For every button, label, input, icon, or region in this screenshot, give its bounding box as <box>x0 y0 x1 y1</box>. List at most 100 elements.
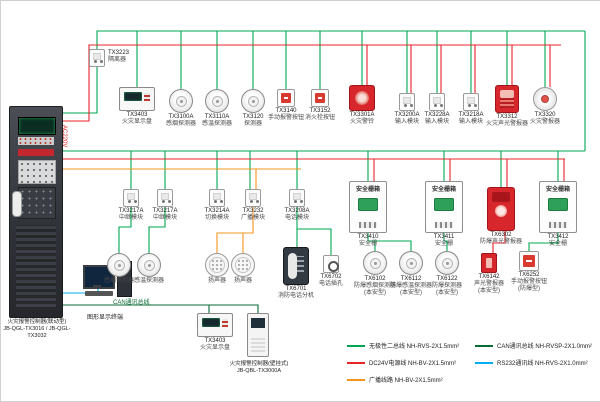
device-tx3152 <box>311 89 329 107</box>
legend-swatch <box>475 344 493 347</box>
legend-item: CAN通讯总线 NH-RVSP-2X1.0mm² <box>475 337 597 354</box>
device-label-line: 电话插孔 <box>318 281 344 288</box>
device-tx6102 <box>363 251 387 275</box>
device-label-line: 扬声器 <box>233 278 253 284</box>
device-tx6252 <box>519 251 539 271</box>
wire-orange <box>216 207 254 253</box>
wire-red <box>492 231 506 253</box>
device-barrier2: 安全栅箱 <box>425 181 463 233</box>
device-label-line: 火灾显示盘 <box>199 345 231 352</box>
device-label-line: 探测器 <box>243 121 263 128</box>
device-tx6142 <box>481 253 497 273</box>
device-label-line: TX3312 <box>496 114 518 120</box>
device-label-detc1: 感烟探测器 <box>104 278 134 285</box>
device-spk2 <box>231 253 255 277</box>
device-tx3320 <box>533 87 557 111</box>
device-label-line: 切换模块 <box>204 215 229 222</box>
wall-station-label: 火灾报警控制器(壁挂式) JB-QBL-TX3000A <box>213 361 305 375</box>
device-label-line: TX3232 <box>242 208 264 214</box>
device-tx3100a <box>169 89 193 113</box>
device-tx6702 <box>323 255 339 273</box>
device-label-line: 防爆探测器 <box>431 283 463 290</box>
device-tx3403b <box>197 313 233 337</box>
device-barrier3: 安全栅箱 <box>539 181 577 233</box>
wire-legend: 无极性二总线 NH-RVS-2X1.5mm² DC24V电源线 NH-BV-2X1… <box>347 337 597 388</box>
device-label-detc2: 感温探测器 <box>134 278 164 285</box>
device-label-line: TX3120 <box>242 114 264 120</box>
device-tx3110a <box>205 89 229 113</box>
workstation-keyboard <box>85 291 113 296</box>
device-label-line: TX6302 <box>490 232 512 238</box>
fire-telephone-handset-icon <box>12 191 22 217</box>
device-label-line: (本安型) <box>363 290 386 297</box>
workstation-label: 图形显示终端 <box>86 315 123 321</box>
device-label-line: 声光警报器 <box>473 281 505 288</box>
cabinet-led-indicators <box>18 137 54 145</box>
device-label-line: 隔离器 <box>108 57 127 64</box>
legend-text: DC24V电源线 NH-BV-2X1.5mm² <box>369 361 457 367</box>
device-label-line: TX6102 <box>364 276 386 282</box>
device-label-line: 输入模块 <box>394 119 419 126</box>
cabinet-label-line2: JB-QGL-TX3016 / JB-QGL-TX3032 <box>3 325 71 339</box>
device-label-line: TX6142 <box>478 274 500 280</box>
legend-swatch <box>475 361 493 364</box>
device-label-line: 广播模块 <box>240 215 266 222</box>
device-tx3120 <box>241 89 265 113</box>
ac220v-label: AC220V <box>61 125 67 148</box>
wire-green <box>118 207 132 253</box>
device-label-line: 防爆声光警报器 <box>479 239 523 246</box>
legend-swatch <box>347 361 365 364</box>
device-label-line: TX6112 <box>400 276 422 282</box>
device-label-line: 感烟探测器 <box>103 278 135 284</box>
wall-station-label-line2: JB-QBL-TX3000A <box>236 367 282 374</box>
legend-swatch <box>347 378 365 381</box>
device-tx3228a <box>429 93 445 111</box>
device-tx6701 <box>283 247 309 285</box>
device-label-line: TX3403 <box>126 112 148 118</box>
legend-item: 无极性二总线 NH-RVS-2X1.5mm² <box>347 337 469 354</box>
device-tx3217a2 <box>157 189 173 207</box>
barrier-title: 安全栅箱 <box>355 187 380 193</box>
device-label-line: 火灾警铃 <box>349 119 374 126</box>
device-label-line: TX3403 <box>204 338 226 344</box>
legend-swatch <box>347 344 365 347</box>
wire-red <box>61 44 561 122</box>
legend-item: 广播线路 NH-BV-2X1.5mm² <box>347 371 469 388</box>
device-label-line: TX3214A <box>204 208 230 214</box>
cabinet-label: 火灾报警控制器(联动型) JB-QGL-TX3016 / JB-QGL-TX30… <box>1 319 73 340</box>
legend-text: 无极性二总线 NH-RVS-2X1.5mm² <box>369 344 460 350</box>
device-label-line: TX3200A <box>394 112 420 118</box>
device-label-line: 中继模块 <box>152 215 177 222</box>
device-label-line: 手动报警按钮 <box>510 279 548 286</box>
wire-green <box>148 207 166 253</box>
wire-green <box>528 233 559 251</box>
device-label-line: TX3411 <box>433 234 455 240</box>
device-label-line: TX3217A <box>118 208 144 214</box>
device-label-line: TX6701 <box>285 286 307 292</box>
device-tx3140 <box>277 89 295 107</box>
wire-can <box>61 304 259 313</box>
device-label-line: 感温探测器 <box>201 121 233 128</box>
cabinet-display-screen <box>18 117 56 135</box>
device-label-spk2: 扬声器 <box>234 278 252 285</box>
wall-station-label-line1: 火灾报警控制器(壁挂式) <box>229 361 289 367</box>
legend-item: DC24V电源线 NH-BV-2X1.5mm² <box>347 354 469 371</box>
